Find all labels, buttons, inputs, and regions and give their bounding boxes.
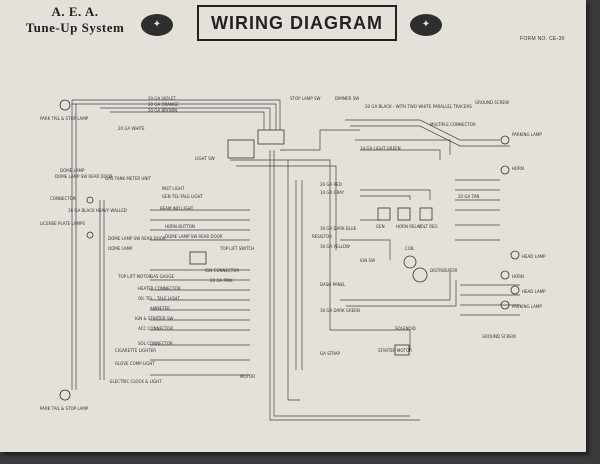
wire-harness xyxy=(71,99,520,421)
distributor-symbol xyxy=(412,267,428,283)
wire-label-tan: 20 GA TAN xyxy=(458,194,479,199)
label-horn-relay: HORN RELAY xyxy=(396,224,422,229)
label-ground-screw-bottom: GROUND SCREW xyxy=(482,334,516,339)
page-title: WIRING DIAGRAM xyxy=(211,12,383,33)
label-solenoid: SOLENOID xyxy=(395,326,416,331)
wire-label-yellow: 16 GA YELLOW xyxy=(320,244,350,249)
label-cigarette-lighter: CIGARETTE LIGHTER xyxy=(115,348,156,353)
light-switch-symbol xyxy=(227,139,255,159)
title-frame: WIRING DIAGRAM xyxy=(197,5,397,41)
voltage-regulator-symbol xyxy=(419,207,433,221)
label-horn-top: HORN xyxy=(512,166,524,171)
head-lamp-bottom-symbol xyxy=(510,285,520,295)
label-ground-screw-top: GROUND SCREW xyxy=(475,100,509,105)
label-ign-connector: IGN CONNECTOR xyxy=(205,268,239,273)
brand-block: A. E. A. Tune-Up System xyxy=(20,4,130,36)
label-starter-motor: STARTER MOTOR xyxy=(378,348,412,353)
wire-label-dark-blue: 16 GA DARK BLUE xyxy=(320,226,357,231)
park-tail-stop-top-symbol xyxy=(59,99,71,111)
label-electric-clock: ELECTRIC CLOCK & LIGHT xyxy=(110,379,162,384)
label-dome-lamp-2: DOME LAMP xyxy=(108,246,133,251)
wire-label-black-tracers: 20 GA BLACK - WITH TWO WHITE PARALLEL TR… xyxy=(365,104,472,109)
label-acc-connector: ACC CONNECTOR xyxy=(138,326,173,331)
fuse-block-symbol xyxy=(257,129,285,145)
horn-top-symbol xyxy=(500,165,510,175)
head-lamp-top-symbol xyxy=(510,250,520,260)
label-coil: COIL xyxy=(405,246,415,251)
wire-label-orange: 20 GA ORANGE xyxy=(148,102,179,107)
park-tail-stop-bottom-symbol xyxy=(59,389,71,401)
component-symbols xyxy=(59,99,520,401)
wire-label-pink: 20 GA PINK xyxy=(210,278,233,283)
label-stop-lamp-sw: STOP LAMP SW xyxy=(290,96,321,101)
label-dome-lamp-sw-3: DOME LAMP SW REAR DOOR xyxy=(165,234,223,239)
label-multiple-connector: MULTIPLE CONNECTOR xyxy=(430,122,476,127)
label-volt-reg: VOLT REG xyxy=(418,224,438,229)
label-parking-lamp-top: PARKING LAMP xyxy=(512,132,542,137)
label-resistor: RESISTOR xyxy=(312,234,332,239)
form-number: FORM NO. CE-30 xyxy=(520,36,565,42)
top-lift-motor-symbol xyxy=(189,251,207,265)
brand-name: A. E. A. xyxy=(51,4,99,19)
label-gen-tel-tale: GEN TEL-TALE LIGHT xyxy=(162,194,204,199)
label-dash-panel: DASH PANEL xyxy=(320,282,346,287)
aea-emblem-icon: ✦ xyxy=(141,14,173,36)
label-park-tail-stop-top: PARK TAIL & STOP LAMP xyxy=(40,116,89,121)
brand-tagline: Tune-Up System xyxy=(25,20,125,35)
label-inst-light: INST LIGHT xyxy=(162,186,185,191)
wire-label-light-green: 14 GA LIGHT GREEN xyxy=(360,146,401,151)
parking-lamp-top-symbol xyxy=(500,135,510,145)
label-parking-lamp-bottom: PARKING LAMP xyxy=(512,304,542,309)
wire-label-black-heavy: 16 GA BLACK HEAVY WALLED xyxy=(68,208,127,213)
horn-relay-symbol xyxy=(397,207,411,221)
label-connector-left: CONNECTOR xyxy=(50,196,76,201)
label-gen: GEN xyxy=(376,224,385,229)
label-ammeter: AMMETER xyxy=(150,306,170,311)
label-heater-connector: HEATER CONNECTOR xyxy=(138,286,181,291)
label-glove-comp: GLOVE COMP LIGHT xyxy=(115,361,155,366)
label-dome-lamp-sw-2: DOME LAMP SW REAR DOOR xyxy=(108,236,166,241)
wiring-schematic: PARK TAIL & STOP LAMP STOP LAMP SW DIMME… xyxy=(40,96,546,421)
connector-left-symbol xyxy=(86,196,94,204)
label-dome-lamp: DOME LAMP xyxy=(60,168,85,173)
label-horn-bottom: HORN xyxy=(512,274,524,279)
label-gas-gauge: GAS GAUGE xyxy=(150,274,175,279)
label-head-lamp-top: HEAD LAMP xyxy=(522,254,546,259)
diagram-sheet: A. E. A. Tune-Up System ✦ WIRING DIAGRAM… xyxy=(0,0,586,452)
wire-label-brown: 20 GA BROWN xyxy=(148,108,177,113)
label-dome-lamp-sw-rear: DOME LAMP SW REAR DOOR xyxy=(55,174,113,179)
label-oil-tel-tale: OIL TEL - TALE LIGHT xyxy=(138,296,180,301)
aea-emblem-icon: ✦ xyxy=(410,14,442,36)
starter-motor-symbol xyxy=(394,344,410,356)
label-gas-tank: GAS TANK METER UNIT xyxy=(105,176,152,181)
label-beam-ind: BEAM IND LIGHT xyxy=(160,206,194,211)
label-horn-button: HORN BUTTON xyxy=(165,224,195,229)
label-dimmer-sw: DIMMER SW xyxy=(335,96,359,101)
wire-label-red: 20 GA RED xyxy=(320,182,342,187)
coil-symbol xyxy=(403,255,417,269)
label-motor: MOTOR xyxy=(240,374,255,379)
label-top-lift-switch: TOP LIFT SWITCH xyxy=(219,246,254,251)
connector-left-2-symbol xyxy=(86,231,94,239)
label-ign-starter-sw: IGN & STARTER SW xyxy=(135,316,173,321)
label-license-plate: LICENSE PLATE LAMPS xyxy=(40,221,85,226)
wire-label-violet: 20 GA VIOLET xyxy=(148,96,176,101)
generator-symbol xyxy=(377,207,391,221)
horn-bottom-symbol xyxy=(500,270,510,280)
label-light-sw: LIGHT SW xyxy=(195,156,215,161)
wire-label-gray: 14 GA GRAY xyxy=(320,190,345,195)
label-sol-connector: SOL CONNECTOR xyxy=(138,341,173,346)
wire-label-white: 20 GA WHITE xyxy=(118,126,145,131)
label-park-tail-stop-bottom: PARK TAIL & STOP LAMP xyxy=(40,406,89,411)
wire-label-dark-green: 16 GA DARK GREEN xyxy=(320,308,360,313)
label-distributor: DISTRIBUTOR xyxy=(430,268,457,273)
label-head-lamp-bottom: HEAD LAMP xyxy=(522,289,546,294)
label-ign-sw: IGN SW xyxy=(360,258,375,263)
label-top-lift-motor: TOP LIFT MOTOR xyxy=(117,274,152,279)
parking-lamp-bottom-symbol xyxy=(500,300,510,310)
wire-label-strap: GA STRAP xyxy=(320,351,340,356)
